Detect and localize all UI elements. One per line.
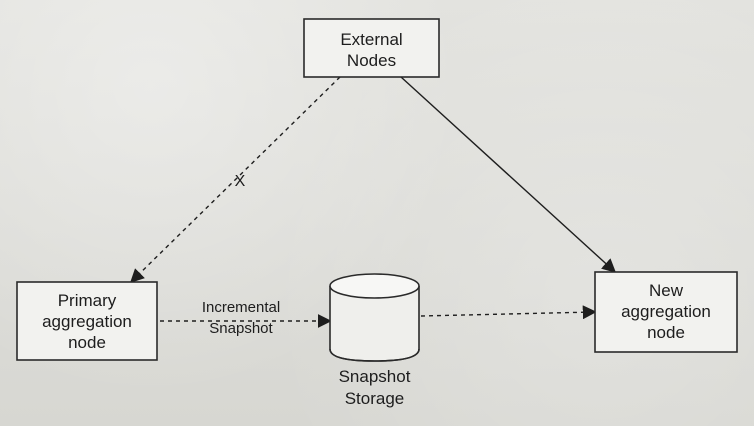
incremental-snapshot-label-line-1: Incremental <box>202 299 280 316</box>
primary-aggregation-node-box: Primary aggregation node <box>16 281 158 361</box>
incremental-snapshot-label-line-2: Snapshot <box>209 320 273 337</box>
primary-node-label-line-3: node <box>68 333 106 352</box>
external-nodes-label-line-1: External <box>340 30 402 49</box>
blocked-edge-mark: X <box>235 173 246 190</box>
new-node-label-line-3: node <box>647 323 685 342</box>
new-aggregation-node-box: New aggregation node <box>594 271 738 353</box>
external-nodes-label-line-2: Nodes <box>347 51 396 70</box>
snapshot-storage-label-line-1: Snapshot <box>339 367 411 386</box>
new-node-label-line-2: aggregation <box>621 302 711 321</box>
external-to-primary-dashed-edge <box>130 76 341 283</box>
snapshot-storage-cylinder <box>329 273 420 362</box>
external-to-new-solid-edge <box>400 76 617 273</box>
new-node-label-line-1: New <box>649 281 684 300</box>
snapshot-storage-label-line-2: Storage <box>345 389 405 408</box>
storage-to-new-dashed-edge <box>420 305 597 320</box>
primary-node-label-line-2: aggregation <box>42 312 132 331</box>
external-nodes-box: External Nodes <box>303 18 440 78</box>
primary-node-label-line-1: Primary <box>58 291 117 310</box>
